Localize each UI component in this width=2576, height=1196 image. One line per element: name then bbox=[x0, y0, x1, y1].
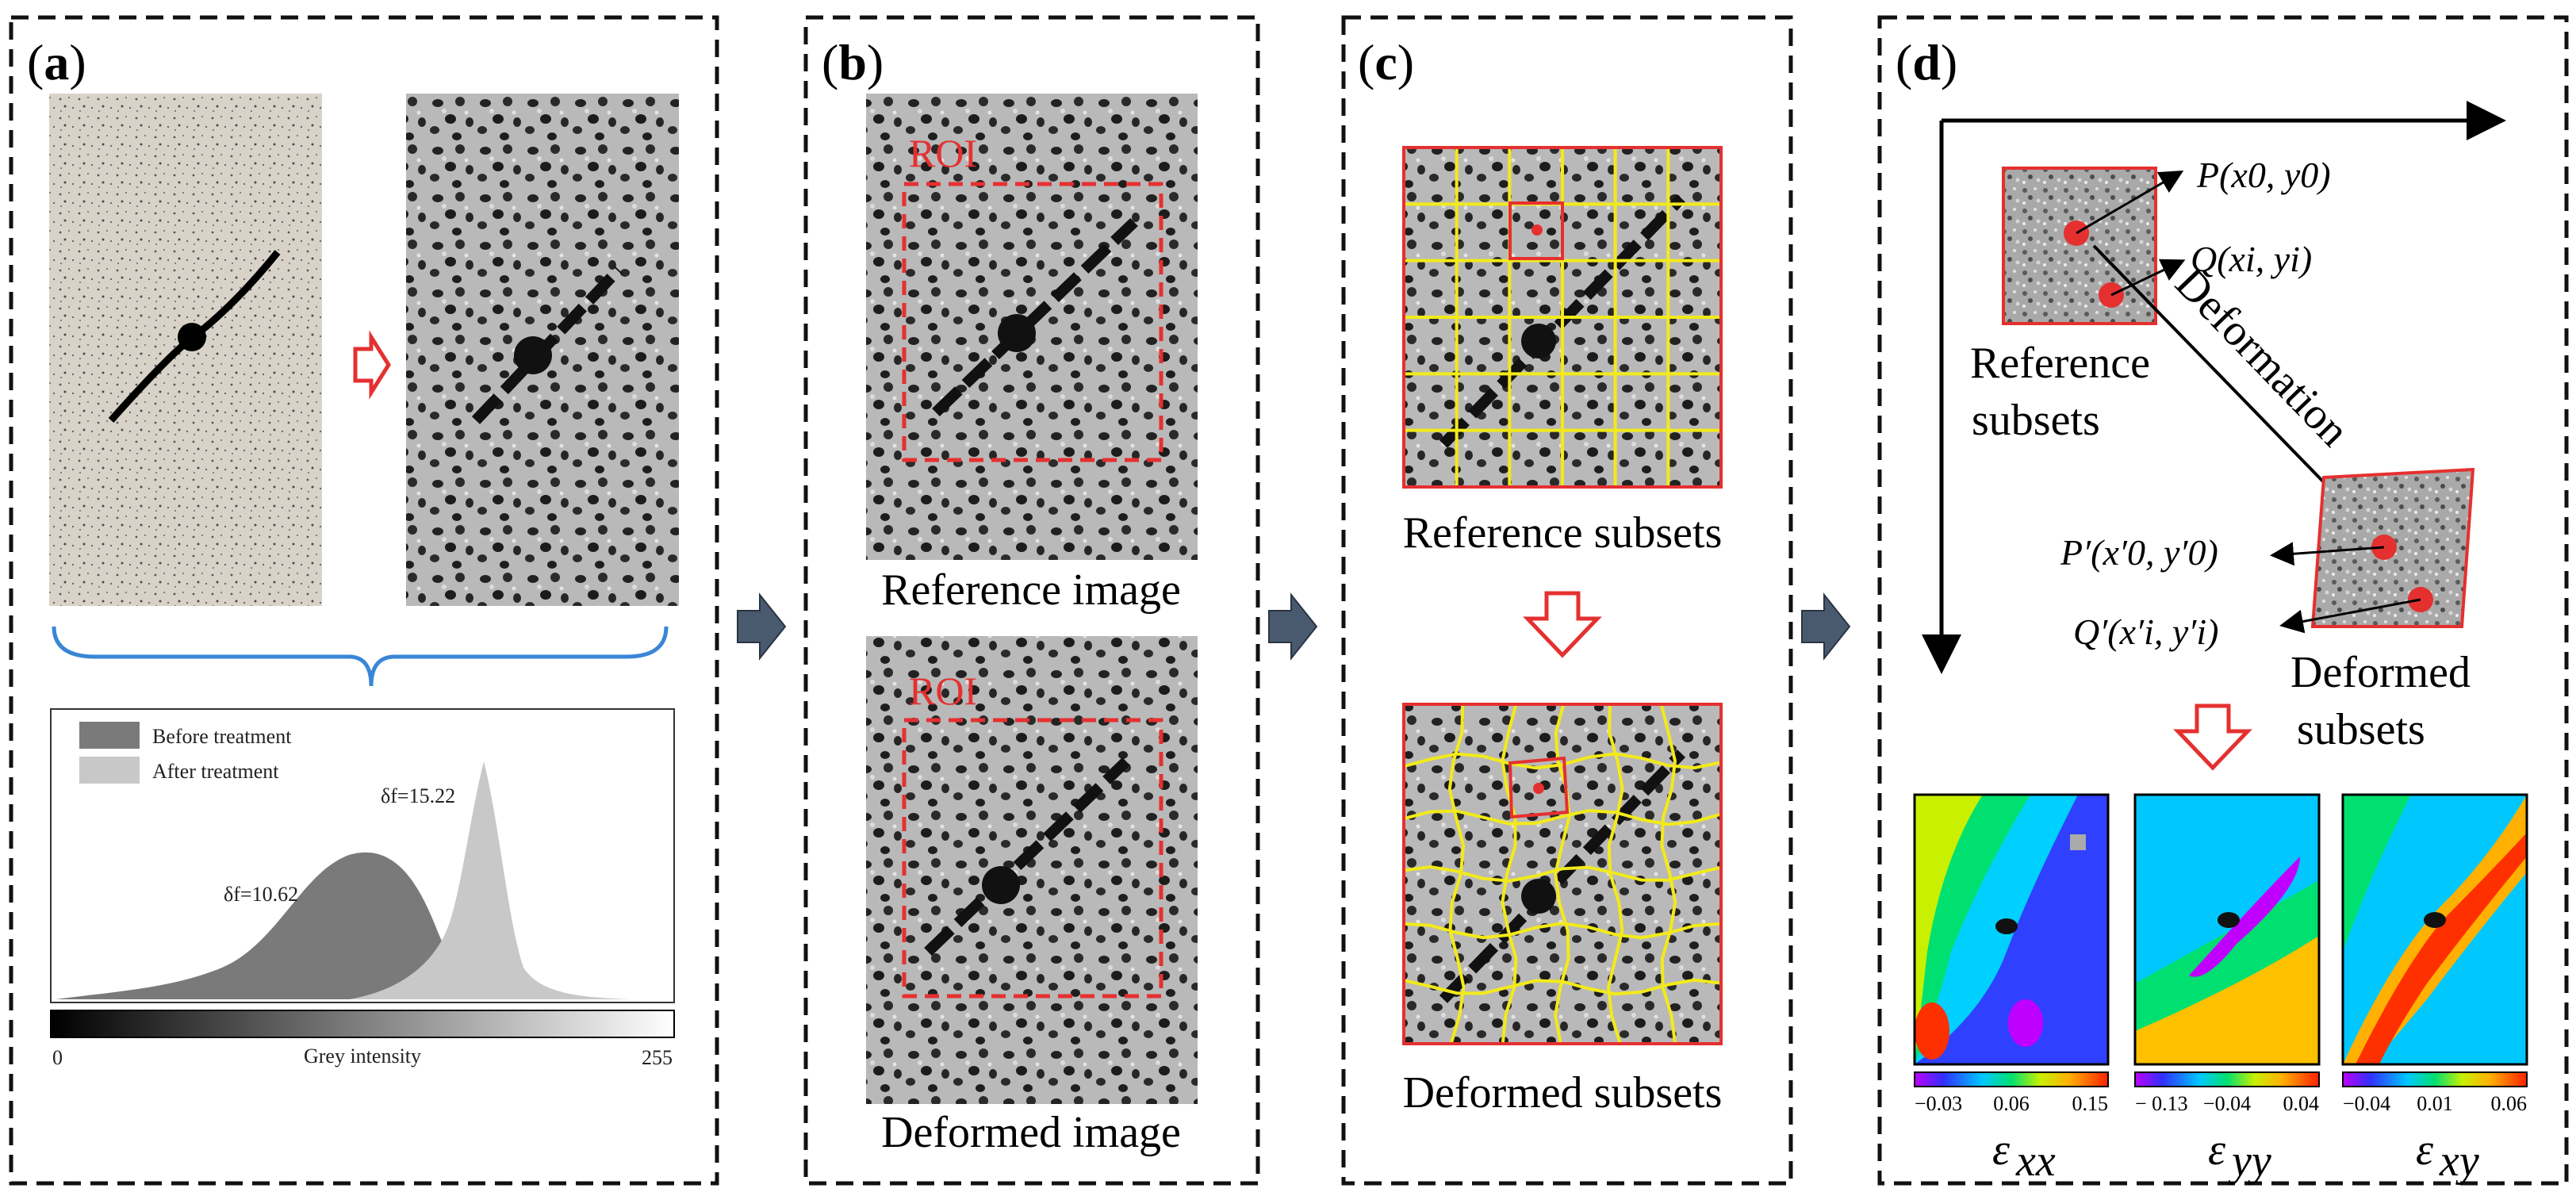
after-distribution bbox=[349, 761, 634, 999]
colorbar-tick-label: −0.04 bbox=[2203, 1092, 2251, 1115]
legend-before-label: Before treatment bbox=[152, 725, 292, 748]
colorbar-tick-label: 0.06 bbox=[2491, 1092, 2528, 1115]
panel-c: (c) Reference subsets Deformed subsets bbox=[1341, 15, 1793, 1186]
panel-a-label: (a) bbox=[27, 34, 86, 90]
treated-specimen-image bbox=[406, 94, 679, 606]
caption-deformed-subsets: Deformed subsets bbox=[1403, 1068, 1723, 1117]
label-p-prime: P′(x′0, y′0) bbox=[2060, 532, 2218, 573]
legend-before-swatch bbox=[79, 722, 140, 749]
brace-icon bbox=[52, 626, 669, 687]
panel-d-frame bbox=[1877, 15, 2569, 1186]
reference-subsets-grid bbox=[1402, 146, 1723, 489]
reference-subset-highlight bbox=[1508, 201, 1564, 260]
delta-before-label: δf=10.62 bbox=[224, 883, 298, 906]
caption-reference-image: Reference image bbox=[881, 565, 1181, 615]
flow-arrow-icon bbox=[1268, 592, 1318, 661]
panel-b: (b) ROI Reference image ROI Deformed ima… bbox=[803, 15, 1260, 1186]
strain-map-xx bbox=[1913, 793, 2110, 1066]
deformed-subset bbox=[2310, 467, 2475, 628]
flow-arrow-icon bbox=[1801, 592, 1851, 661]
roi-label-reference: ROI bbox=[909, 131, 977, 175]
caption-reference-subsets: Reference subsets bbox=[1403, 508, 1723, 558]
legend-after-swatch bbox=[79, 757, 140, 784]
histogram-chart: Before treatment After treatment δf=10.6… bbox=[50, 708, 675, 1003]
reference-subsets-line2: subsets bbox=[1972, 396, 2100, 445]
roi-label-deformed: ROI bbox=[909, 669, 977, 713]
strain-symbol-yy: ε bbox=[2208, 1125, 2226, 1175]
colorbar-xx bbox=[1914, 1071, 2109, 1087]
colorbar-xy bbox=[2342, 1071, 2528, 1087]
strain-subscript-yy: yy bbox=[2228, 1137, 2271, 1186]
strain-map-xy bbox=[2341, 793, 2528, 1066]
strain-symbol-xx: ε bbox=[1992, 1125, 2011, 1175]
strain-map-yy bbox=[2133, 793, 2321, 1066]
grey-intensity-bar bbox=[50, 1010, 675, 1038]
delta-after-label: δf=15.22 bbox=[381, 784, 455, 807]
panel-b-label: (b) bbox=[822, 34, 884, 90]
colorbar-tick-label: 0.06 bbox=[1993, 1092, 2030, 1115]
panel-d: (d) P(x0, y0) Q(xi, yi) Reference subset… bbox=[1877, 15, 2569, 1186]
axis-max-label: 255 bbox=[642, 1046, 673, 1069]
panel-c-label: (c) bbox=[1358, 34, 1414, 90]
colorbar-tick-label: 0.04 bbox=[2283, 1092, 2320, 1115]
down-arrow-icon bbox=[2173, 703, 2252, 771]
down-arrow-icon bbox=[1523, 591, 1602, 658]
caption-deformed-image: Deformed image bbox=[881, 1108, 1181, 1157]
colorbar-tick-label: 0.15 bbox=[2072, 1092, 2109, 1115]
colorbar-yy bbox=[2134, 1071, 2320, 1087]
flow-arrow-icon bbox=[737, 592, 787, 661]
axis-min-label: 0 bbox=[52, 1046, 63, 1069]
panel-b-frame bbox=[803, 15, 1260, 1186]
reference-subset bbox=[2002, 167, 2157, 325]
panel-a-frame bbox=[9, 15, 719, 1186]
panel-d-label: (d) bbox=[1896, 34, 1957, 90]
axis-title-label: Grey intensity bbox=[304, 1045, 421, 1068]
legend-after-label: After treatment bbox=[152, 760, 279, 783]
reference-subsets-line1: Reference bbox=[1970, 339, 2150, 388]
colorbar-tick-label: −0.03 bbox=[1915, 1092, 1962, 1115]
label-q: Q(xi, yi) bbox=[2191, 239, 2312, 279]
panel-c-frame bbox=[1341, 15, 1793, 1186]
strain-subscript-xx: xx bbox=[2015, 1137, 2056, 1186]
raw-specimen-image bbox=[49, 94, 322, 606]
panel-a: (a) Before treatment After treatment bbox=[9, 15, 719, 1186]
treatment-arrow-icon bbox=[353, 330, 391, 400]
deformed-image: ROI bbox=[866, 636, 1198, 1104]
label-q-prime: Q′(x′i, y′i) bbox=[2073, 611, 2218, 652]
strain-symbol-xy: ε bbox=[2416, 1125, 2434, 1175]
colorbar-tick-label: − 0.13 bbox=[2135, 1092, 2188, 1115]
deformed-subsets-grid bbox=[1402, 703, 1723, 1045]
reference-image: ROI bbox=[866, 94, 1198, 560]
deformed-subsets-line2: subsets bbox=[2297, 705, 2425, 754]
deformation-label: Deformation bbox=[2166, 259, 2359, 456]
deformed-subset-highlight bbox=[1508, 756, 1570, 819]
strain-subscript-xy: xy bbox=[2439, 1137, 2479, 1186]
label-p: P(x0, y0) bbox=[2196, 155, 2331, 195]
colorbar-tick-label: −0.04 bbox=[2343, 1092, 2390, 1115]
colorbar-tick-label: 0.01 bbox=[2417, 1092, 2453, 1115]
before-distribution bbox=[56, 852, 508, 999]
deformed-subsets-line1: Deformed bbox=[2290, 648, 2471, 697]
